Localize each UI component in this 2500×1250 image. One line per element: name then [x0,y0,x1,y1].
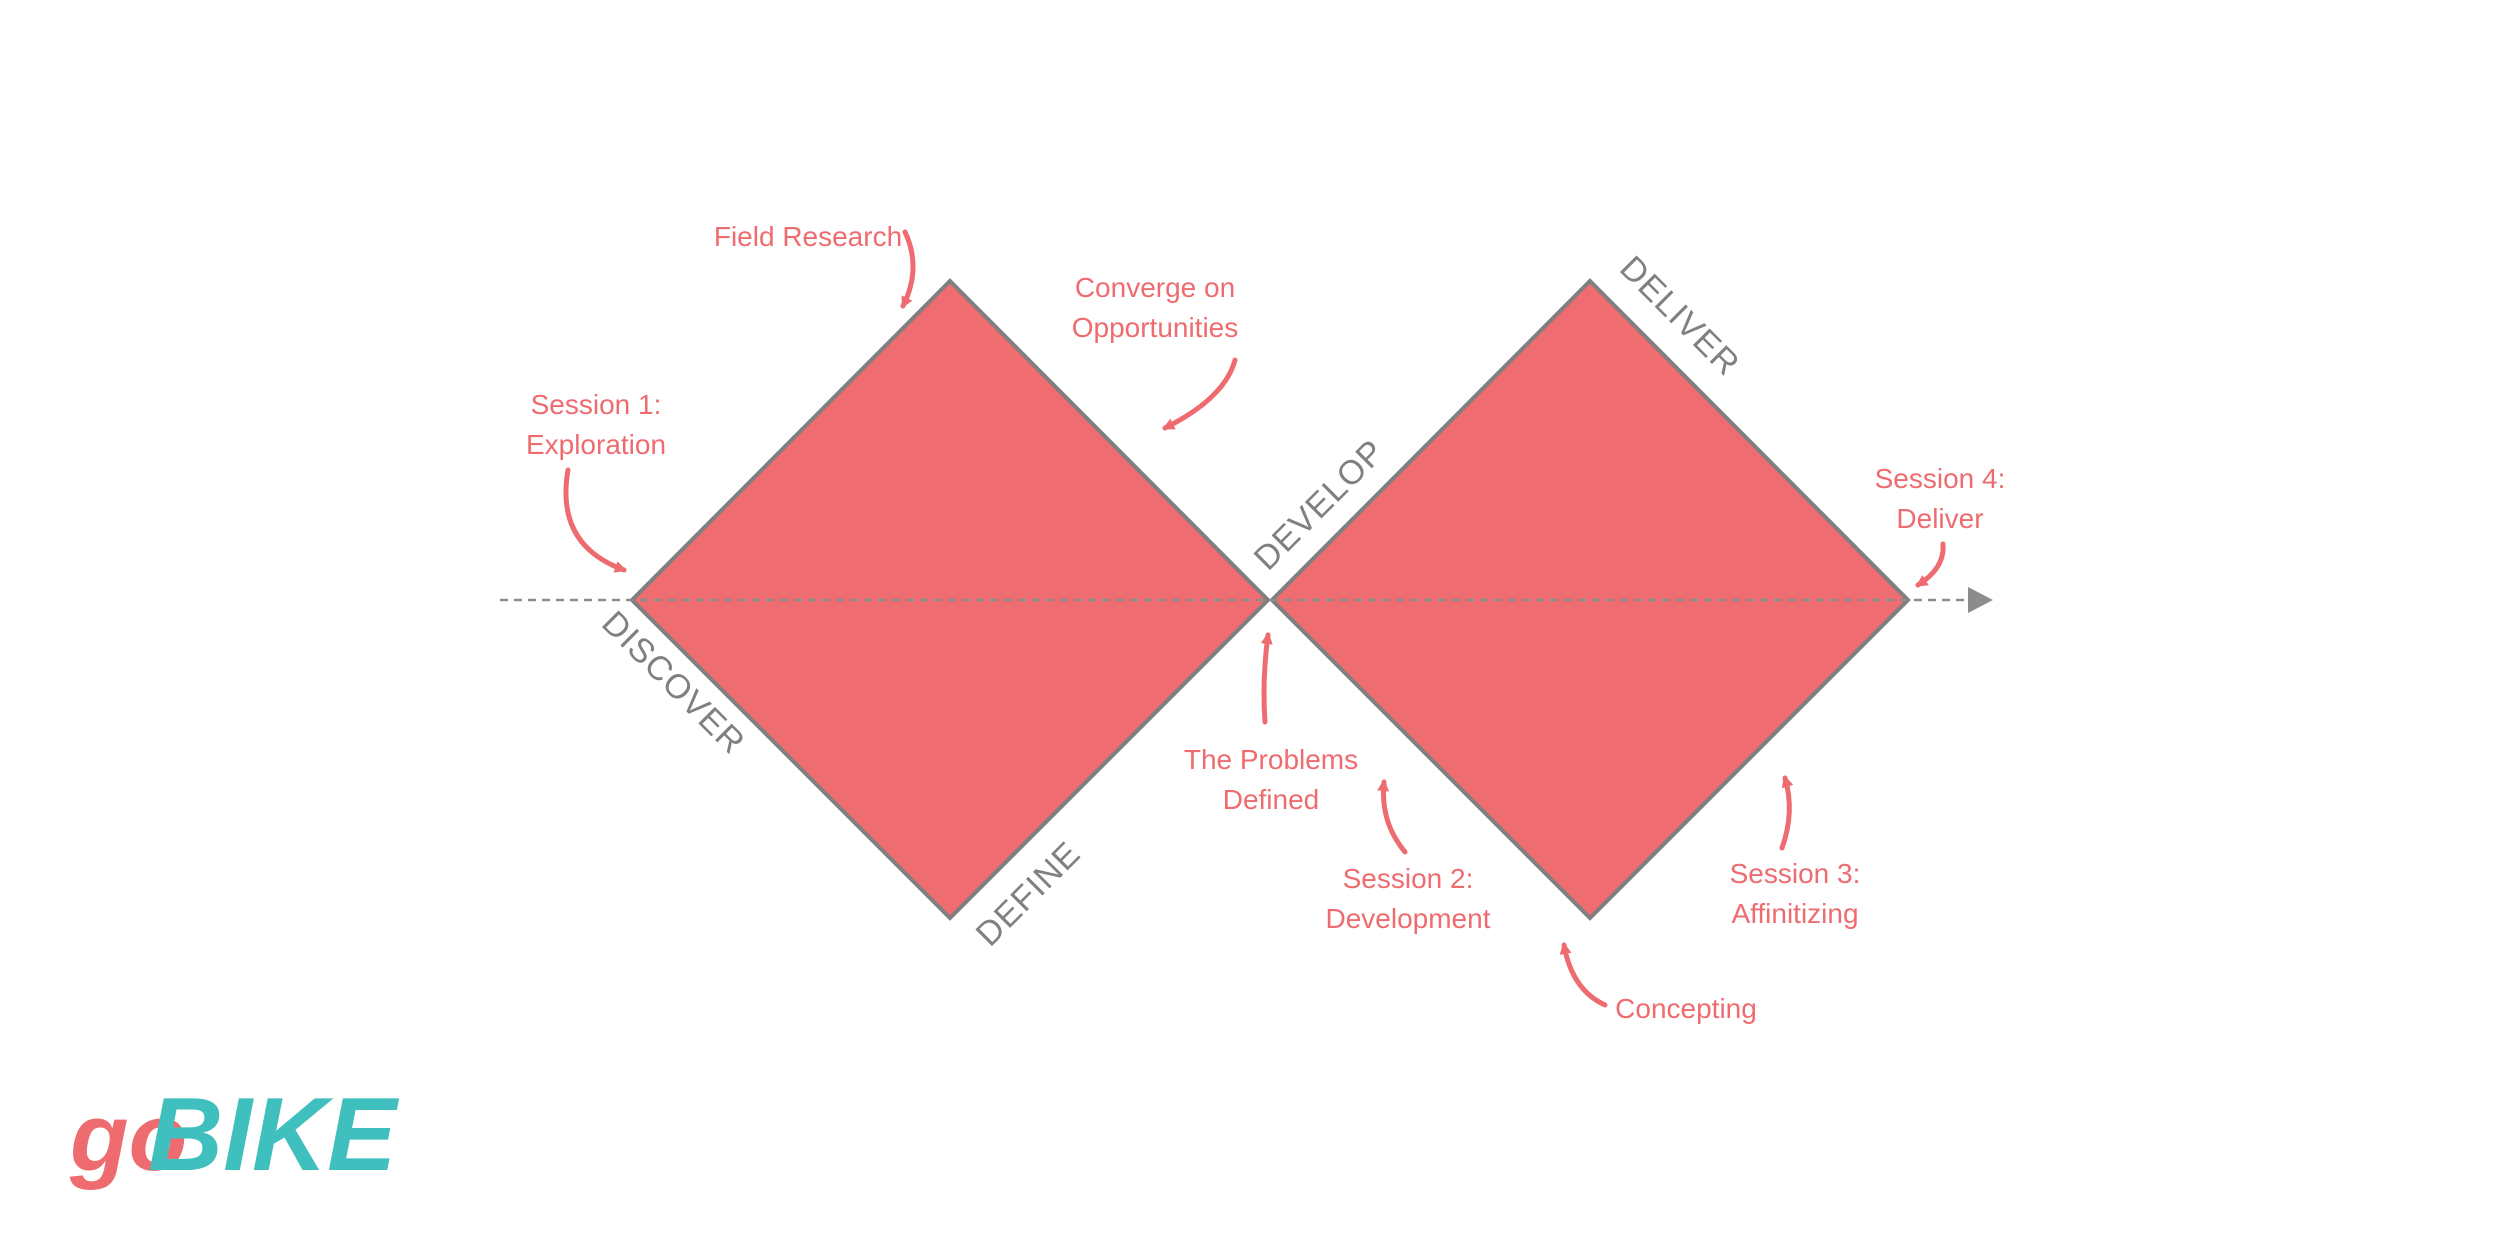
gobike-logo: go BIKE [69,1077,399,1193]
annotation-field-research: Field Research [714,221,902,252]
develop-deliver-diamond [1269,278,1911,921]
annotation-session3-line2: Affinitizing [1731,898,1858,929]
annotation-session3-line1: Session 3: [1730,858,1861,889]
timeline-arrowhead [1968,587,1993,613]
annotation-session2-line1: Session 2: [1343,863,1474,894]
annotation-concepting: Concepting [1615,993,1757,1024]
annotation-problems-line2: Defined [1223,784,1320,815]
arrow-session2 [1377,779,1408,855]
arrow-problems [1260,632,1273,725]
arrow-session4 [1915,541,1946,588]
logo-bike: BIKE [148,1077,399,1193]
annotation-session1-line1: Session 1: [531,389,662,420]
logo-go: go [69,1084,187,1191]
arrow-session3 [1779,775,1794,851]
annotation-session4-line2: Deliver [1896,503,1983,534]
annotation-problems-line1: The Problems [1184,744,1358,775]
arrow-concepting [1559,942,1608,1008]
annotation-session4-line1: Session 4: [1875,463,2006,494]
arrow-field-research [900,229,916,309]
arrow-session1 [563,467,627,573]
arrow-converge [1162,357,1238,431]
annotation-session2-line2: Development [1326,903,1491,934]
annotation-session1-line2: Exploration [526,429,666,460]
annotation-converge-line1: Converge on [1075,272,1235,303]
annotation-converge-line2: Opportunities [1072,312,1239,343]
